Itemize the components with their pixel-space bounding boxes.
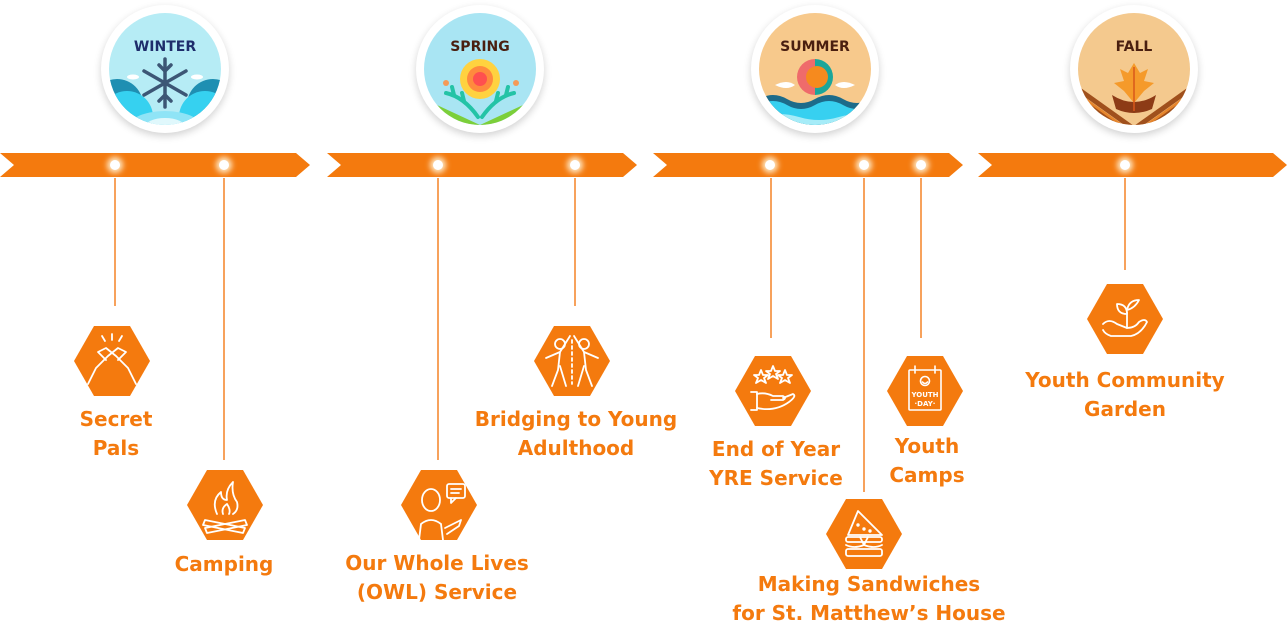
sandwich-icon (845, 510, 883, 557)
event-label-secret-pals: Secret Pals (80, 405, 153, 463)
hand-plant-icon (1102, 299, 1148, 337)
event-label-garden: Youth Community Garden (1025, 366, 1224, 424)
event-hex-youth-camps: YOUTH ·DAY· (887, 356, 963, 426)
connector-end-of-year (770, 178, 772, 338)
event-label-line: Garden (1084, 397, 1166, 421)
event-label-line: Adulthood (517, 436, 635, 460)
timeline-bar (0, 153, 1287, 177)
youth-day-calendar-icon (908, 365, 942, 411)
timeline-dot-garden (1120, 160, 1130, 170)
timeline-dot-youth-camps (916, 160, 926, 170)
connector-owl (437, 178, 439, 460)
timeline-dot-camping (219, 160, 229, 170)
timeline-segment-winter (0, 153, 310, 177)
event-label-end-of-year: End of Year YRE Service (709, 435, 843, 493)
event-label-line: Secret (79, 407, 153, 431)
event-label-sandwiches: Making Sandwiches for St. Matthew’s Hous… (732, 570, 1005, 628)
campfire-icon (202, 481, 248, 534)
timeline-dot-owl (433, 160, 443, 170)
event-label-line: Youth (894, 434, 960, 458)
connector-garden (1124, 178, 1126, 270)
event-label-line: Pals (92, 436, 140, 460)
season-title-winter: WINTER (134, 39, 196, 55)
season-title-spring: SPRING (450, 39, 510, 55)
event-hex-camping (187, 470, 263, 540)
event-label-line: Our Whole Lives (345, 551, 529, 575)
season-badge-winter: WINTER (101, 5, 229, 133)
event-hex-end-of-year (735, 356, 811, 426)
event-label-youth-camps: Youth Camps (889, 432, 964, 490)
sun-icon (797, 59, 833, 95)
event-hex-sandwiches (826, 499, 902, 569)
connector-youth-camps (920, 178, 922, 338)
season-badge-fall: FALL (1070, 5, 1198, 133)
handshake-icon (87, 333, 137, 385)
speaker-chat-icon (418, 483, 466, 540)
season-title-summer: SUMMER (780, 39, 850, 55)
event-label-line: Bridging to Young (474, 407, 678, 431)
event-label-line: End of Year (711, 437, 841, 461)
event-label-line: YRE Service (709, 466, 843, 490)
event-label-line: Youth Community (1025, 368, 1225, 392)
snowflake-icon (142, 57, 188, 109)
event-label-camping: Camping (175, 550, 274, 579)
maple-leaf-icon (1112, 63, 1156, 113)
timeline-segment-fall (978, 153, 1287, 177)
season-title-fall: FALL (1116, 39, 1153, 55)
connector-sandwiches (863, 178, 865, 492)
event-label-line: Making Sandwiches (757, 572, 981, 596)
connector-camping (223, 178, 225, 460)
timeline-segment-summer (653, 153, 963, 177)
event-hex-secret-pals (74, 326, 150, 396)
season-badge-spring: SPRING (416, 5, 544, 133)
connector-secret-pals (114, 178, 116, 306)
event-label-bridging: Bridging to Young Adulthood (475, 405, 677, 463)
event-label-line: Camps (889, 463, 965, 487)
season-badge-summer: SUMMER (751, 5, 879, 133)
event-hex-garden (1087, 284, 1163, 354)
event-hex-owl (401, 470, 477, 540)
flower-icon (460, 59, 500, 99)
youth-day-text: ·DAY· (915, 400, 936, 408)
event-hex-bridging (534, 326, 610, 396)
timeline-dot-secret-pals (110, 160, 120, 170)
event-label-line: (OWL) Service (356, 580, 518, 604)
event-label-line: Camping (174, 552, 274, 576)
timeline-dot-end-of-year (765, 160, 775, 170)
youth-day-text: YOUTH (910, 391, 938, 399)
timeline-segment-spring (327, 153, 637, 177)
timeline-dot-bridging (570, 160, 580, 170)
high-five-icon (545, 335, 599, 387)
event-label-line: for St. Matthew’s House (732, 601, 1006, 625)
timeline-dot-sandwiches (859, 160, 869, 170)
hand-stars-icon (750, 365, 796, 411)
connector-bridging (574, 178, 576, 306)
event-label-owl: Our Whole Lives (OWL) Service (345, 549, 529, 607)
